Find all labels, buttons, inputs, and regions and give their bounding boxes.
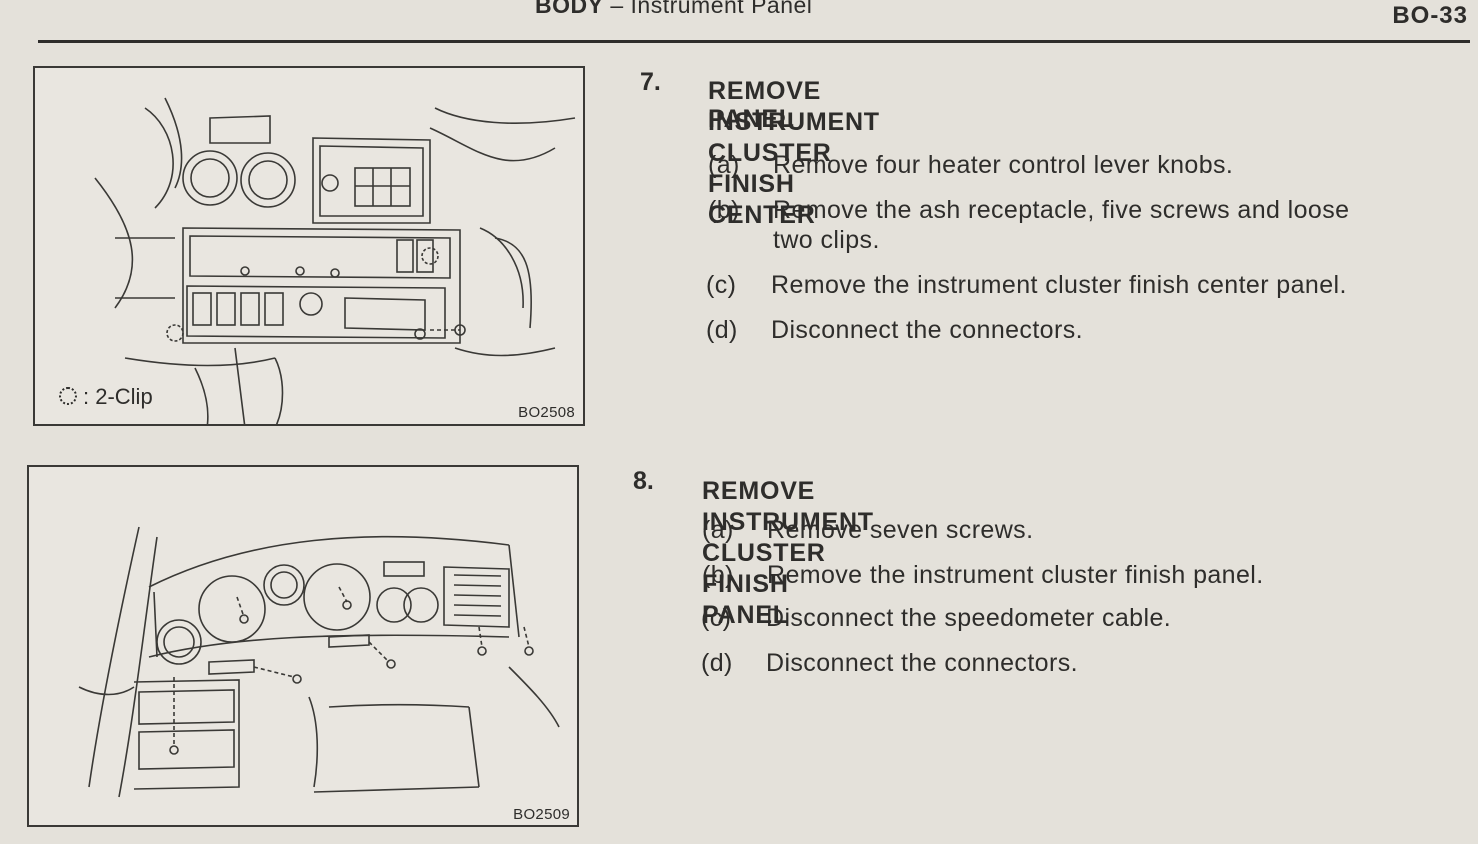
substep-label: (c) bbox=[701, 604, 732, 632]
clip-legend-text: : 2-Clip bbox=[83, 384, 153, 409]
step-title-line2: PANEL bbox=[708, 105, 795, 133]
figure-code: BO2509 bbox=[513, 806, 570, 823]
substep-label: (d) bbox=[706, 316, 738, 344]
figure-code: BO2508 bbox=[518, 404, 575, 421]
substep-text: Remove the ash receptacle, five screws a… bbox=[773, 196, 1350, 224]
figure-finish-panel: BO2509 bbox=[27, 465, 579, 827]
substep-text: Disconnect the connectors. bbox=[766, 649, 1078, 677]
step-number: 8. bbox=[633, 467, 654, 495]
page-header: BODY – Instrument Panel BO-33 bbox=[0, 0, 1478, 44]
section-name: BODY bbox=[535, 0, 604, 18]
figure-center-panel: : 2-Clip BO2508 bbox=[33, 66, 585, 426]
substep-label: (a) bbox=[708, 151, 740, 179]
step-title-line1: REMOVE INSTRUMENT CLUSTER FINISH PANEL bbox=[702, 477, 874, 629]
step-title-line1: REMOVE INSTRUMENT CLUSTER FINISH CENTER bbox=[708, 77, 880, 229]
substep-text: Disconnect the speedometer cable. bbox=[766, 604, 1172, 632]
substep-label: (c) bbox=[706, 271, 737, 299]
finish-panel-illustration bbox=[78, 526, 560, 798]
substep-label: (d) bbox=[701, 649, 733, 677]
center-panel-illustration bbox=[94, 97, 576, 424]
title-separator: – bbox=[610, 0, 624, 18]
substep-label: (b) bbox=[708, 196, 740, 224]
substep-label: (a) bbox=[702, 516, 734, 544]
substep-text: Remove the instrument cluster finish cen… bbox=[771, 271, 1347, 299]
clip-symbol-icon bbox=[59, 387, 77, 405]
substep-b: (b) Remove the ash receptacle, five scre… bbox=[708, 195, 1473, 257]
substep-text-continued: two clips. bbox=[773, 226, 880, 254]
section-subtitle: Instrument Panel bbox=[630, 0, 813, 18]
header-rule bbox=[38, 40, 1470, 43]
step-number: 7. bbox=[640, 68, 661, 96]
substep-label: (b) bbox=[702, 561, 734, 589]
header-title: BODY – Instrument Panel bbox=[535, 0, 812, 19]
clip-legend: : 2-Clip bbox=[59, 384, 153, 410]
page-number: BO-33 bbox=[1392, 2, 1468, 29]
substep-text: Disconnect the connectors. bbox=[771, 316, 1083, 344]
substep-text: Remove seven screws. bbox=[767, 516, 1034, 544]
substep-text: Remove the instrument cluster finish pan… bbox=[767, 561, 1264, 589]
substep-text: Remove four heater control lever knobs. bbox=[773, 151, 1234, 179]
